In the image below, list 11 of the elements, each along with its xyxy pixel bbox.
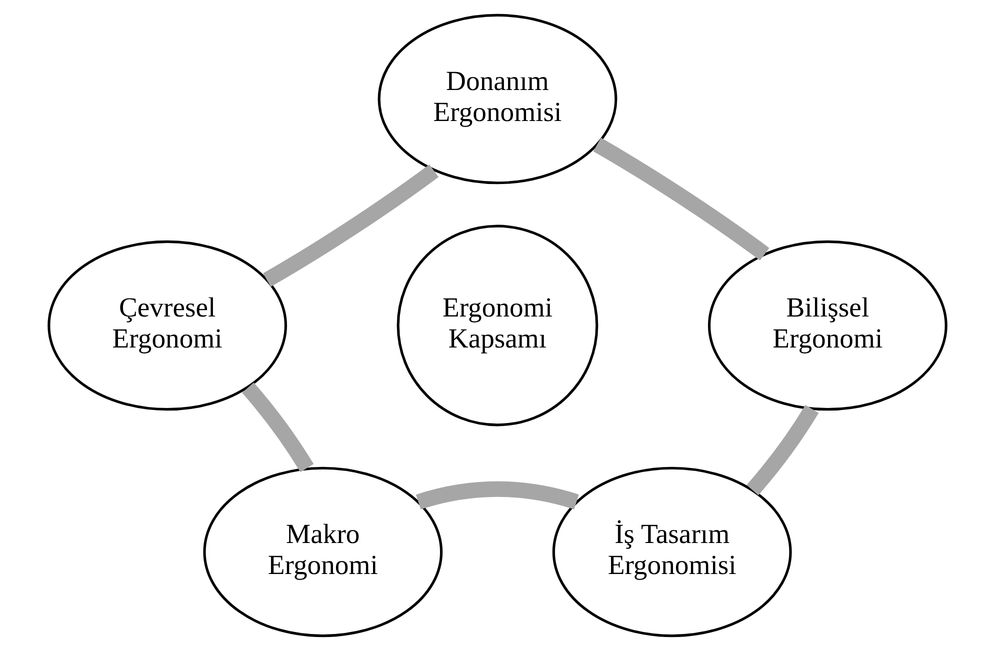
connector — [263, 164, 439, 287]
connector — [593, 138, 770, 260]
node-circle: Ergonomi Kapsamı — [396, 224, 598, 426]
node-ellipse: Makro Ergonomi — [203, 466, 443, 638]
connector — [746, 404, 819, 496]
node-ellipse: Çevresel Ergonomi — [48, 240, 288, 411]
node-ellipse: Donanım Ergonomisi — [378, 14, 618, 184]
node-ellipse: Bilişsel Ergonomi — [708, 240, 948, 411]
connector — [242, 382, 314, 472]
connector — [416, 481, 579, 510]
node-ellipse: İş Tasarım Ergonomisi — [552, 466, 792, 638]
